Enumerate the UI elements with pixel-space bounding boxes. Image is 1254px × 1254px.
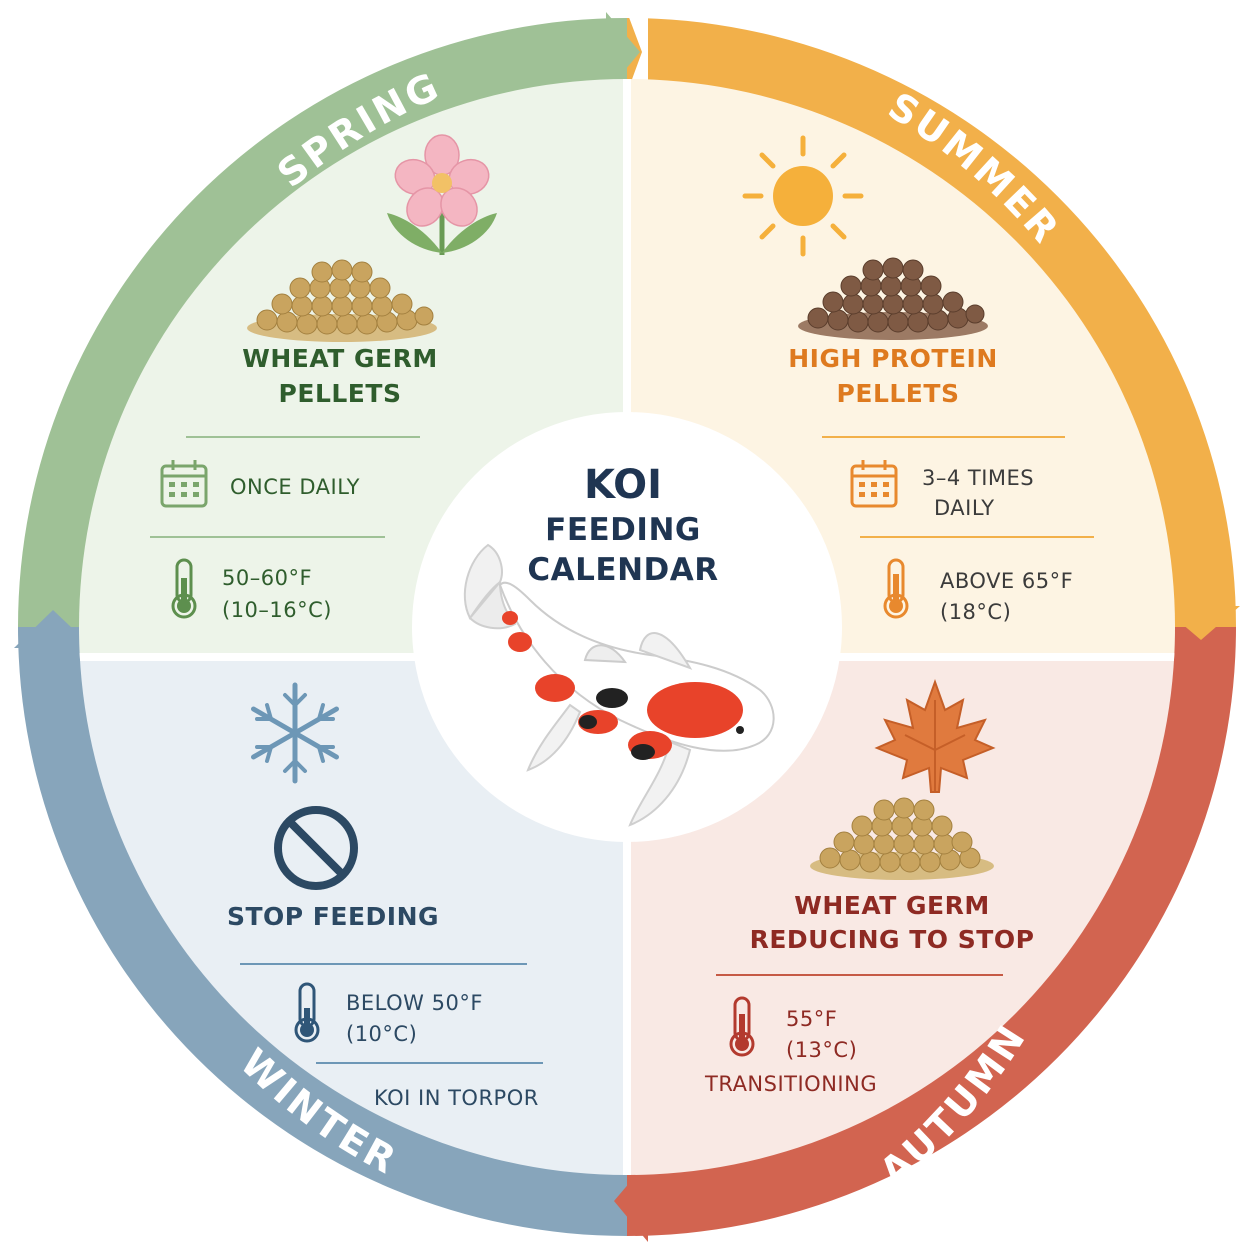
winter-ring-segment — [18, 627, 627, 1236]
autumn-food-line1: WHEAT GERM — [794, 891, 989, 920]
koi-fish-illustration — [463, 543, 775, 827]
autumn-ring-segment — [627, 627, 1236, 1236]
winter-action: STOP FEEDING — [227, 902, 439, 931]
summer-frequency-line1: 3–4 TIMES — [922, 466, 1034, 490]
snowflake-icon — [251, 682, 339, 784]
autumn-food-line2: REDUCING TO STOP — [750, 925, 1035, 954]
center-subtitle-line1: FEEDING — [545, 512, 701, 548]
spring-food-line2: PELLETS — [279, 379, 402, 408]
summer-temp-line2: (18°C) — [940, 600, 1011, 624]
center-title: KOI — [584, 462, 662, 508]
summer-thermometer-icon — [883, 558, 909, 619]
center-subtitle-line2: CALENDAR — [527, 552, 718, 588]
autumn-status: TRANSITIONING — [704, 1072, 877, 1096]
summer-food-line1: HIGH PROTEIN — [788, 344, 998, 373]
spring-calendar-icon — [160, 460, 208, 508]
wheat-germ-pellets-icon — [247, 259, 437, 342]
winter-arrow-tip — [14, 610, 93, 648]
flower-icon — [387, 134, 497, 255]
winter-temp-line2: (10°C) — [346, 1022, 417, 1046]
sun-icon — [742, 135, 864, 257]
high-protein-pellets-icon — [798, 257, 988, 340]
summer-frequency-line2: DAILY — [934, 496, 995, 520]
spring-ring-segment — [18, 18, 627, 627]
summer-food-line2: PELLETS — [837, 379, 960, 408]
spring-arrow-tip — [606, 12, 640, 93]
winter-thermometer-icon — [294, 982, 320, 1043]
spring-temp-line1: 50–60°F — [222, 566, 312, 590]
winter-temp-line1: BELOW 50°F — [346, 991, 483, 1015]
autumn-temp-line2: (13°C) — [786, 1038, 857, 1062]
summer-ring-segment — [627, 18, 1236, 627]
summer-arrow-tip — [1161, 606, 1240, 640]
spring-food-line1: WHEAT GERM — [242, 344, 437, 373]
maple-leaf-icon — [874, 679, 996, 793]
spring-arrow-head — [627, 12, 648, 93]
autumn-wheat-germ-pellets-icon — [810, 797, 994, 880]
autumn-temp-line1: 55°F — [786, 1007, 837, 1031]
spring-temp-line2: (10–16°C) — [222, 598, 332, 622]
summer-temp-line1: ABOVE 65°F — [940, 569, 1073, 593]
summer-calendar-icon — [850, 460, 898, 508]
winter-status: KOI IN TORPOR — [374, 1086, 539, 1110]
spring-frequency: ONCE DAILY — [230, 475, 360, 499]
no-feeding-icon — [274, 806, 358, 890]
autumn-thermometer-icon — [729, 996, 755, 1057]
spring-thermometer-icon — [171, 558, 197, 619]
autumn-arrow-tip — [614, 1161, 648, 1242]
